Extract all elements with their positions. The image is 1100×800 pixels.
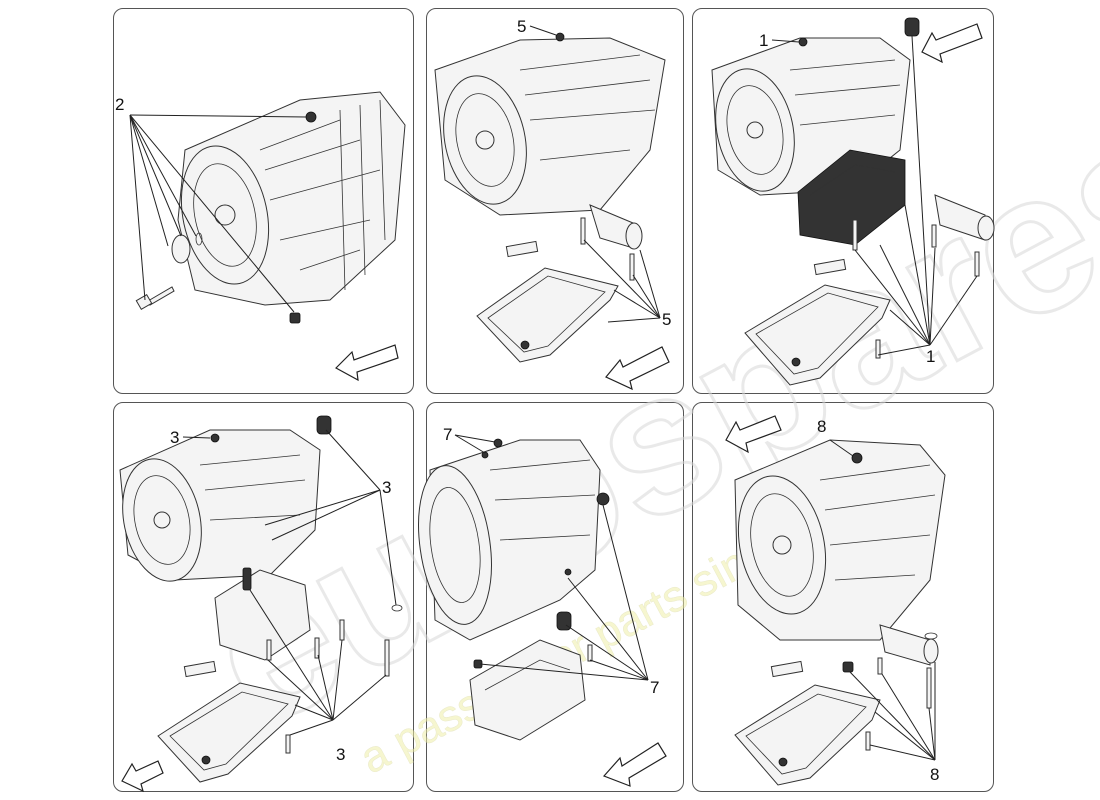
oil-sump-pan — [744, 284, 891, 386]
panel-5-artwork: 7 7 — [418, 425, 667, 787]
plug-bottom — [289, 312, 301, 324]
gearbox-housing — [434, 37, 666, 216]
callout-7-bottom: 7 — [650, 678, 659, 697]
callout-8-bottom: 8 — [930, 765, 939, 784]
direction-arrow — [335, 344, 399, 382]
plug-top — [305, 111, 317, 123]
bolt — [580, 217, 586, 245]
callout-3-middle: 3 — [382, 478, 391, 497]
panel-3-artwork: 1 1 — [711, 17, 995, 386]
leader-lines-2 — [129, 114, 307, 313]
direction-arrow — [921, 23, 983, 64]
gearbox-housing — [177, 91, 406, 306]
breather-cap — [316, 415, 332, 435]
callout-1-top: 1 — [759, 31, 768, 50]
panel-6-artwork: 8 8 — [725, 415, 946, 786]
callout-5-bottom: 5 — [662, 310, 671, 329]
callout-2: 2 — [115, 95, 124, 114]
direction-arrow — [121, 760, 164, 793]
plug — [798, 37, 808, 47]
callout-8-top: 8 — [817, 417, 826, 436]
filter-canister — [589, 204, 643, 250]
plug — [596, 492, 610, 506]
gearbox-housing — [119, 429, 321, 582]
callout-3-top: 3 — [170, 428, 179, 447]
breather-cap — [904, 17, 920, 37]
gearbox-housing — [418, 439, 601, 641]
direction-arrow — [725, 415, 782, 454]
oil-sump-pan — [734, 684, 881, 786]
panel-1-artwork: 2 — [115, 91, 406, 382]
gearbox-housing — [734, 439, 946, 641]
panel-4-artwork: 3 3 3 — [119, 415, 403, 793]
bolt — [629, 253, 635, 281]
callout-5-top: 5 — [517, 17, 526, 36]
callout-1-bottom: 1 — [926, 347, 935, 366]
panel-2-artwork: 5 5 — [434, 17, 671, 391]
plug — [210, 433, 220, 443]
direction-arrow — [605, 346, 670, 391]
plug — [851, 452, 863, 464]
callout-7-top: 7 — [443, 425, 452, 444]
direction-arrow — [602, 742, 667, 787]
oil-sump-pan — [157, 682, 301, 783]
oil-sump-pan — [476, 267, 619, 363]
seal-ring — [171, 234, 191, 264]
callout-3-bottom: 3 — [336, 745, 345, 764]
bolt — [135, 286, 175, 311]
plug — [555, 32, 565, 42]
